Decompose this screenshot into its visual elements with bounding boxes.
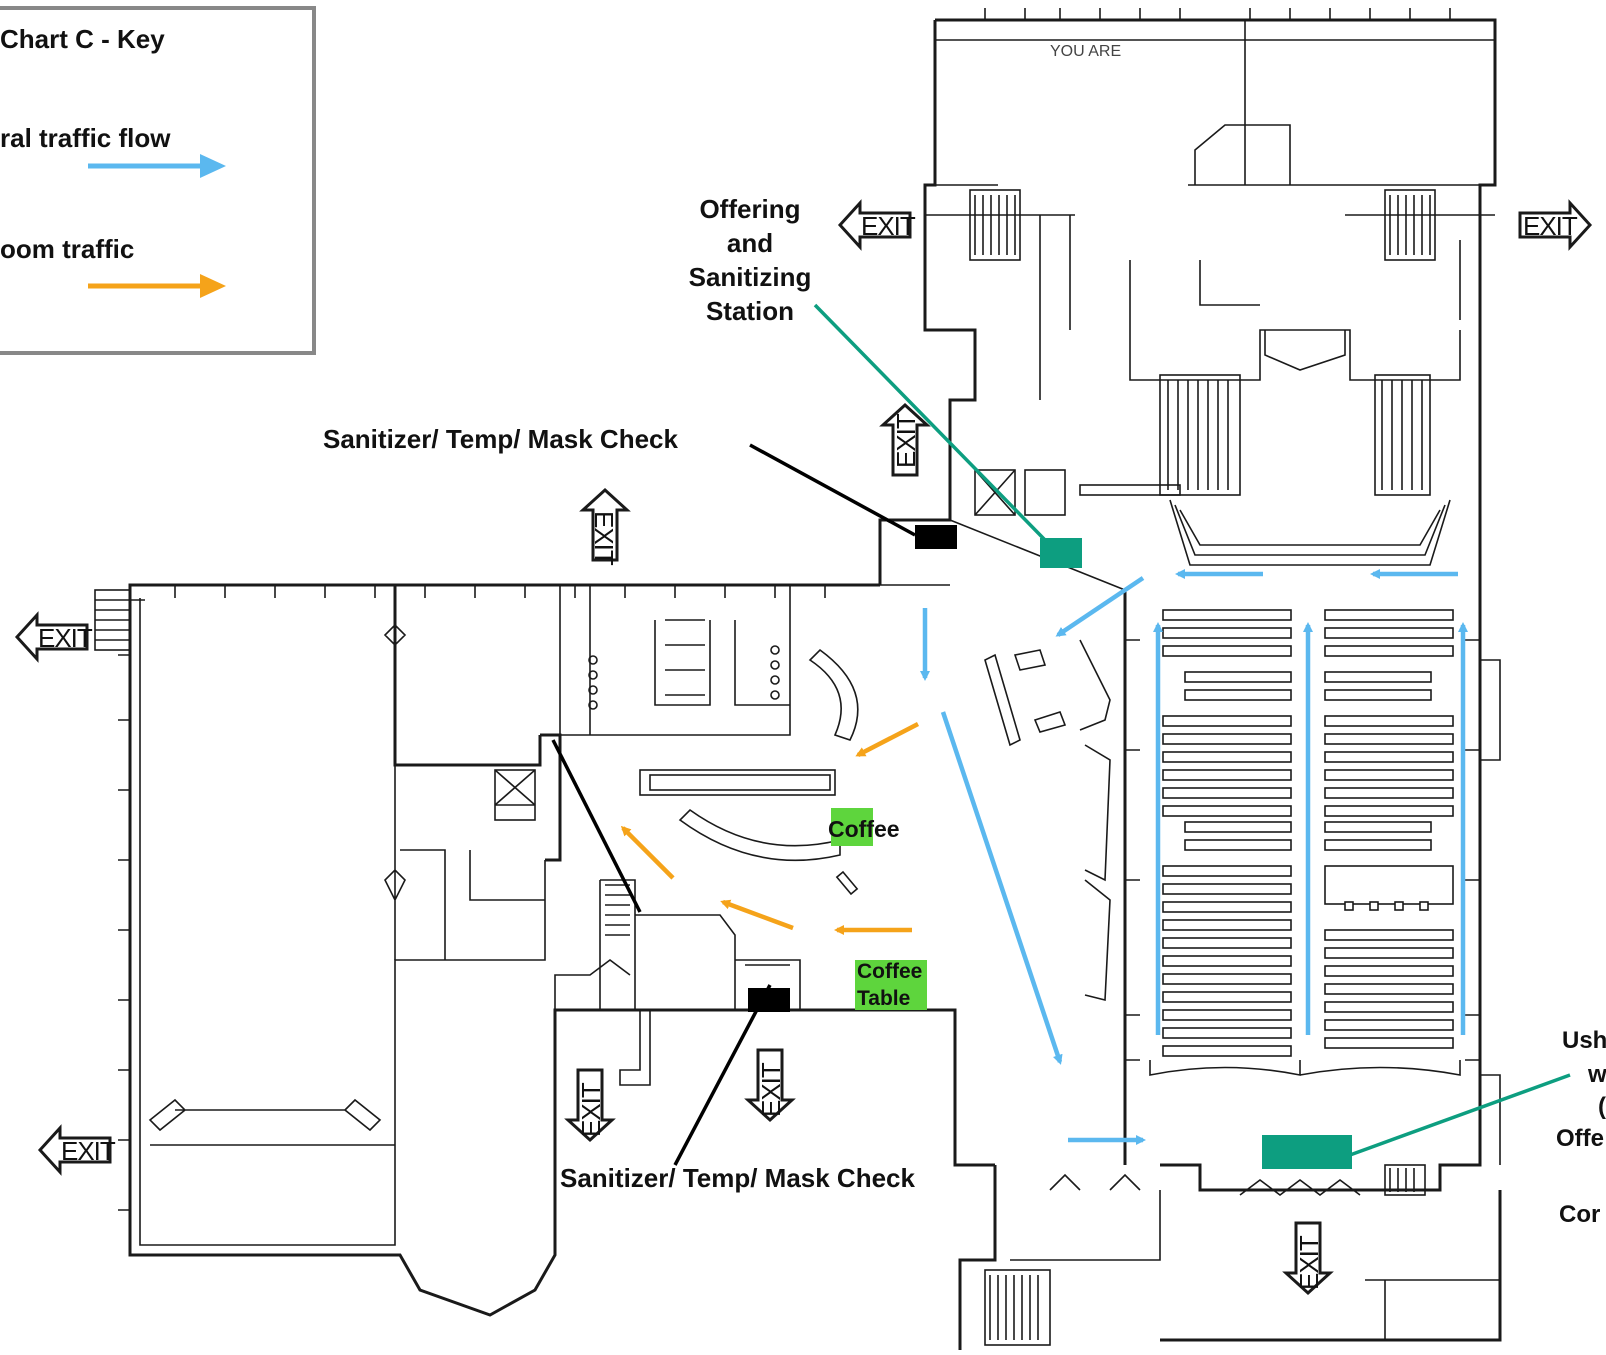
key-title: Chart C - Key — [0, 24, 165, 54]
svg-text:Ush: Ush — [1562, 1027, 1606, 1054]
svg-text:Cor: Cor — [1559, 1201, 1600, 1228]
check-label-bottom: Sanitizer/ Temp/ Mask Check — [560, 1163, 916, 1193]
exit-text: EXIT — [1523, 211, 1578, 241]
exit-text: EXIT — [61, 1136, 116, 1166]
hall-black-line — [551, 739, 642, 913]
svg-text:Offering: Offering — [699, 194, 800, 224]
stairs-top-right — [1384, 189, 1436, 261]
hall-partition — [393, 585, 562, 862]
general-traffic-arrows — [920, 569, 1468, 1145]
svg-text:w: w — [1587, 1061, 1606, 1088]
exit-icon-left-lower: EXIT — [37, 1124, 117, 1176]
blue-arrow — [1055, 576, 1145, 637]
offering-station-marker — [1040, 538, 1082, 568]
exit-signs: EXIT EXIT EXIT EXIT EXIT EXIT EXIT EXIT — [14, 199, 1593, 1296]
offering-leader-line — [813, 303, 1047, 542]
orange-arrow — [855, 722, 920, 757]
chancel-steps — [1169, 499, 1451, 566]
orange-arrow — [620, 825, 675, 880]
coffee-marker — [831, 808, 873, 846]
blue-arrow — [940, 711, 1063, 1065]
you-are-text: YOU ARE — [1050, 43, 1121, 60]
exit-text: EXIT — [1294, 1235, 1324, 1290]
exit-text: EXIT — [576, 1082, 606, 1137]
fellowship-outer-wall — [128, 583, 995, 1317]
room-traffic-arrows — [620, 722, 920, 935]
exit-text: EXIT — [861, 211, 916, 241]
coffee-table-label-line1: Coffee — [857, 960, 922, 983]
narthex-walls — [958, 1165, 1502, 1350]
exit-icon-upper-door: EXIT — [879, 402, 931, 477]
pews — [1149, 609, 1461, 1076]
pews-left-column — [1162, 609, 1292, 1057]
usher-station-marker — [1262, 1135, 1352, 1169]
choir-left — [1159, 374, 1241, 496]
key-room-label: oom traffic — [0, 234, 134, 264]
coffee-table-marker — [855, 960, 927, 1010]
key-box — [0, 6, 316, 355]
exit-text: EXIT — [38, 623, 93, 653]
offering-station-label: Offering and Sanitizing Station — [689, 194, 812, 326]
check-bottom-leader-line — [673, 984, 772, 1166]
coffee-table-label-line2: Table — [857, 987, 910, 1010]
key-general-label: ral traffic flow — [0, 123, 171, 153]
exit-icon-bottom-middle: EXIT — [744, 1048, 796, 1123]
exit-icon-bottom-right: EXIT — [1282, 1221, 1334, 1296]
exit-icon-left-upper: EXIT — [14, 611, 94, 663]
key-legend: Chart C - Key ral traffic flow oom traff… — [0, 6, 316, 355]
coffee-label: Coffee — [828, 816, 900, 842]
sanctuary-right-wall — [1160, 520, 1482, 1192]
svg-text:Sanitizing: Sanitizing — [689, 262, 812, 292]
exit-icon-hall-top: EXIT — [579, 487, 631, 566]
orange-arrow — [720, 899, 794, 931]
building-walls — [94, 8, 1502, 1350]
usher-leader-line — [1349, 1073, 1571, 1157]
exit-icon-bottom-left: EXIT — [564, 1068, 616, 1143]
usher-note-label: Ush w ( Offe Cor — [1556, 1027, 1606, 1228]
exit-text: EXIT — [589, 511, 619, 566]
elevator-middle — [494, 769, 536, 821]
redacted-area-mid — [1075, 205, 1345, 260]
svg-text:and: and — [727, 228, 773, 258]
pews-right-column — [1324, 609, 1454, 1049]
stairs-top-left — [969, 189, 1021, 261]
svg-text:Station: Station — [706, 296, 794, 326]
redacted-area-top — [998, 48, 1188, 188]
elevator-top — [974, 469, 1016, 516]
check-label-top: Sanitizer/ Temp/ Mask Check — [323, 424, 679, 454]
stairs-bottom-right — [1384, 1164, 1426, 1196]
key-room-arrowhead — [200, 274, 226, 298]
top-wing-left-wall — [878, 20, 977, 585]
exit-icon-top-left: EXIT — [837, 199, 917, 251]
check-marker-top — [915, 525, 957, 549]
svg-text:Offe: Offe — [1556, 1125, 1604, 1152]
narthex-doors — [1239, 1179, 1361, 1196]
stairs-bottom — [984, 1269, 1051, 1346]
exit-text: EXIT — [756, 1062, 786, 1117]
serving-counter — [639, 769, 836, 796]
svg-text:(: ( — [1598, 1093, 1606, 1120]
check-top-leader-line — [749, 443, 916, 537]
check-marker-bottom — [748, 988, 790, 1012]
exit-text: EXIT — [891, 413, 921, 468]
choir-right — [1374, 374, 1431, 496]
exit-icon-top-right: EXIT — [1518, 199, 1593, 251]
curved-coffee-counter — [678, 808, 841, 862]
key-general-arrowhead — [200, 154, 226, 178]
